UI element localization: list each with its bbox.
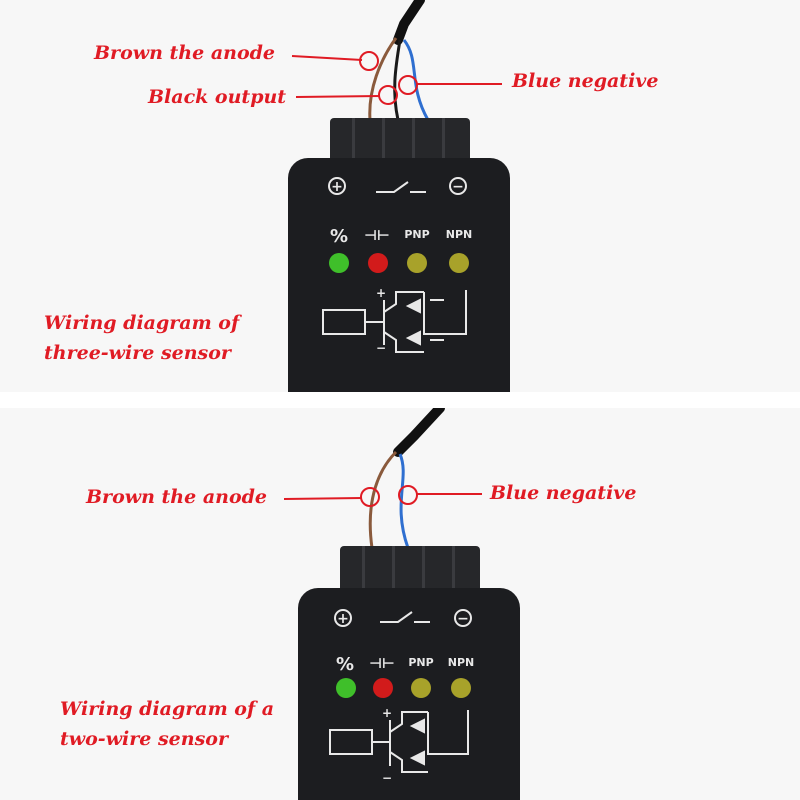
capacitor-indicator-label: ⊣⊢ (369, 656, 395, 672)
minus-terminal-label: − (457, 611, 469, 627)
red-led (373, 678, 393, 698)
diagram-minus-label: − (382, 771, 392, 785)
plus-terminal-icon (334, 609, 352, 627)
blue-wire (398, 453, 410, 549)
switch-icon (380, 611, 430, 623)
plus-terminal-label: + (337, 611, 349, 627)
green-led (336, 678, 356, 698)
circuit-symbol-icon (322, 290, 467, 353)
label-blue-negative: Blue negative (512, 70, 659, 92)
plus-terminal-icon (328, 177, 346, 195)
capacitor-indicator-label: ⊣⊢ (364, 228, 390, 244)
brown-wire (368, 450, 398, 549)
three-wire-device-illustration: + − % ⊣⊢ PNP NPN + − (288, 0, 510, 392)
pnp-indicator-label: PNP (408, 656, 433, 669)
terminal-connector (340, 546, 480, 596)
black-wire-callout-circle (378, 85, 398, 105)
minus-terminal-icon (454, 609, 472, 627)
black-wire (393, 39, 402, 121)
pnp-led (407, 253, 427, 273)
npn-indicator-label: NPN (448, 656, 474, 669)
sensor-cable (393, 0, 425, 45)
label-black-output: Black output (148, 86, 287, 108)
minus-terminal-icon (449, 177, 467, 195)
terminal-connector (330, 118, 470, 166)
brown-leader-line (283, 497, 363, 500)
label-brown-anode: Brown the anode (86, 486, 267, 508)
three-wire-photo-panel: + − % ⊣⊢ PNP NPN + − Brown the ano (0, 0, 800, 392)
caption-line-1: Wiring diagram of (44, 312, 240, 334)
diagram-plus-label: + (376, 286, 386, 300)
red-led (368, 253, 388, 273)
circuit-symbol-icon (329, 710, 469, 773)
npn-led (451, 678, 471, 698)
ratio-indicator-label: % (336, 654, 354, 675)
diagram-plus-label: + (382, 706, 392, 720)
two-wire-device-illustration: + − % ⊣⊢ PNP NPN + − (283, 408, 520, 800)
switch-icon (376, 181, 426, 193)
brown-leader-line (291, 55, 363, 61)
caption-line-2: three-wire sensor (44, 342, 231, 364)
pnp-indicator-label: PNP (404, 228, 429, 241)
minus-terminal-label: − (452, 179, 464, 195)
two-wire-photo-panel: + − % ⊣⊢ PNP NPN + − Brown the anode Blu… (0, 408, 800, 800)
caption-line-2: two-wire sensor (60, 728, 228, 750)
blue-wire-callout-circle (398, 75, 418, 95)
ratio-indicator-label: % (330, 226, 348, 247)
brown-wire-callout-circle (359, 51, 379, 71)
brown-wire-callout-circle (360, 487, 380, 507)
blue-wire (402, 39, 430, 121)
tester-body (288, 158, 510, 392)
panel-divider (0, 392, 800, 408)
tester-body (298, 588, 520, 800)
npn-indicator-label: NPN (446, 228, 472, 241)
caption-line-1: Wiring diagram of a (60, 698, 275, 720)
green-led (329, 253, 349, 273)
pnp-led (411, 678, 431, 698)
npn-led (449, 253, 469, 273)
label-brown-anode: Brown the anode (94, 42, 275, 64)
brown-wire (368, 37, 398, 121)
plus-terminal-label: + (331, 179, 343, 195)
sensor-cable (393, 408, 445, 457)
black-leader-line (295, 95, 381, 98)
diagram-minus-label: − (376, 341, 386, 355)
label-blue-negative: Blue negative (490, 482, 637, 504)
